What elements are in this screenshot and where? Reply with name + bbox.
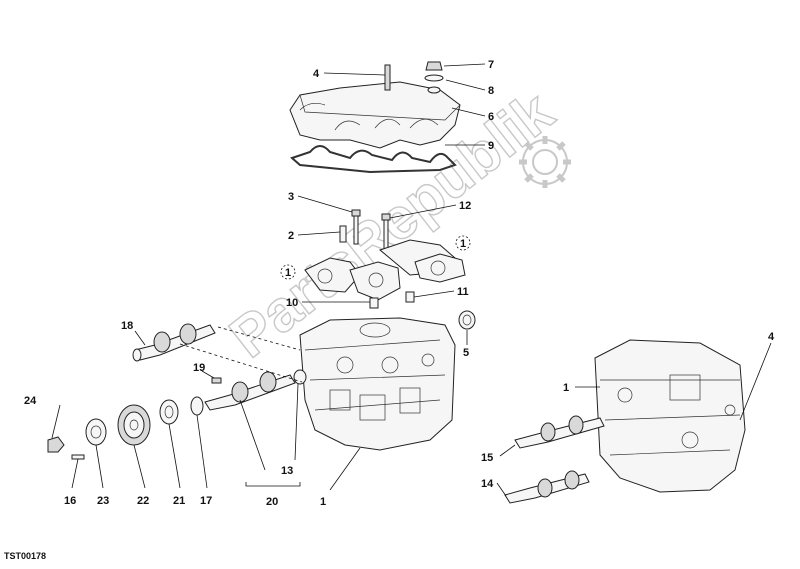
bolt-3[interactable] bbox=[351, 209, 361, 245]
callout-5: 5 bbox=[463, 347, 469, 359]
callout-17: 17 bbox=[200, 495, 212, 507]
callout-18: 18 bbox=[121, 320, 133, 332]
callout-4-right: 4 bbox=[768, 331, 775, 343]
hub-23[interactable] bbox=[85, 418, 107, 446]
pulley-22[interactable] bbox=[117, 404, 151, 446]
callout-11: 11 bbox=[457, 286, 469, 298]
spacer-21[interactable] bbox=[159, 399, 179, 425]
camshaft-18[interactable] bbox=[132, 323, 216, 362]
callout-10: 10 bbox=[286, 297, 298, 309]
callout-2: 2 bbox=[288, 230, 294, 242]
callout-16: 16 bbox=[64, 495, 76, 507]
callout-19: 19 bbox=[193, 362, 205, 374]
callout-1-right-head: 1 bbox=[563, 382, 569, 394]
diagram-code: TST00178 bbox=[4, 551, 46, 561]
pin-19[interactable] bbox=[211, 377, 222, 384]
dowel-10[interactable] bbox=[369, 297, 379, 309]
nut-24[interactable] bbox=[47, 436, 65, 453]
callout-14: 14 bbox=[481, 478, 494, 490]
camshaft-14[interactable] bbox=[504, 470, 590, 504]
camshaft-caps[interactable] bbox=[304, 239, 466, 301]
callout-3: 3 bbox=[288, 191, 294, 203]
camshaft-15[interactable] bbox=[514, 415, 605, 449]
ring-17[interactable] bbox=[190, 396, 204, 416]
callout-4-top: 4 bbox=[313, 68, 320, 80]
camshaft-13[interactable] bbox=[204, 369, 307, 411]
callout-15: 15 bbox=[481, 452, 493, 464]
callout-24: 24 bbox=[24, 395, 37, 407]
cylinder-head-assembled[interactable] bbox=[594, 339, 746, 493]
callout-7: 7 bbox=[488, 59, 494, 71]
callout-12: 12 bbox=[459, 200, 471, 212]
seal-5[interactable] bbox=[458, 310, 476, 330]
callout-13: 13 bbox=[281, 465, 293, 477]
callout-6: 6 bbox=[488, 111, 494, 123]
gear-watermark-icon bbox=[519, 136, 571, 188]
callouts: 4 7 8 6 9 3 12 2 1 1 11 10 18 5 19 24 13… bbox=[24, 59, 775, 508]
callout-22: 22 bbox=[137, 495, 149, 507]
callout-20: 20 bbox=[266, 496, 278, 508]
callout-21: 21 bbox=[173, 495, 185, 507]
cylinder-head[interactable] bbox=[299, 317, 456, 451]
head-cover[interactable] bbox=[289, 64, 461, 149]
bolt-16[interactable] bbox=[71, 454, 85, 460]
callout-1-head: 1 bbox=[320, 496, 326, 508]
callout-1-circled-right: 1 bbox=[460, 238, 466, 250]
callout-1-circled-left: 1 bbox=[285, 267, 291, 279]
cover-gasket[interactable] bbox=[290, 145, 457, 174]
cover-nut[interactable] bbox=[424, 61, 444, 94]
dowel-11[interactable] bbox=[405, 291, 415, 303]
callout-9: 9 bbox=[488, 140, 494, 152]
callout-23: 23 bbox=[97, 495, 109, 507]
callout-8: 8 bbox=[488, 85, 494, 97]
leader-lines bbox=[51, 63, 772, 497]
stud-2[interactable] bbox=[339, 225, 347, 243]
